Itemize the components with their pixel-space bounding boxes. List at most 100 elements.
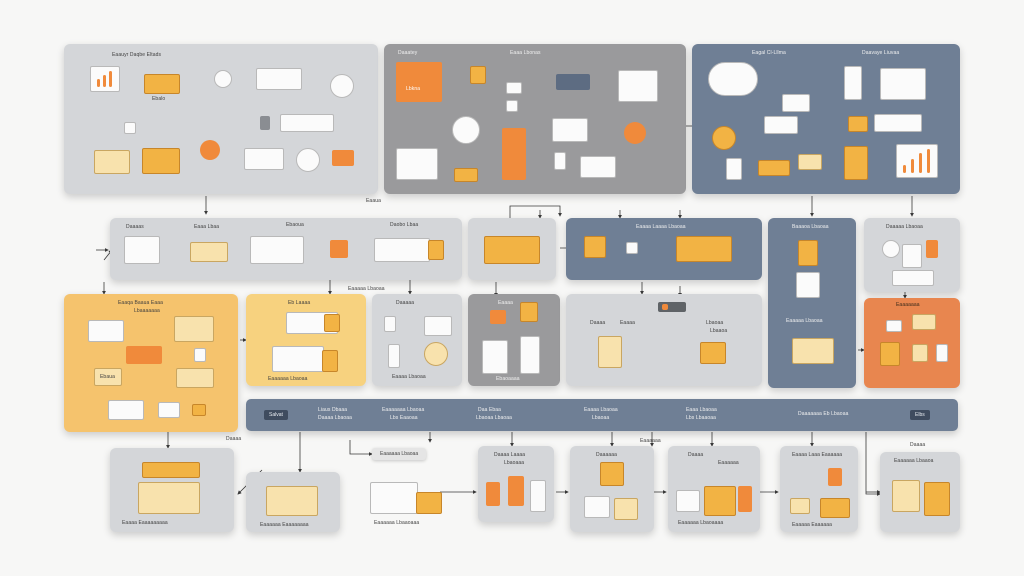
bar-chart-icon bbox=[90, 66, 120, 92]
container-icon bbox=[124, 236, 160, 264]
panel-title: Eaauyr Daqbe Eltads bbox=[112, 52, 162, 58]
truck-icon bbox=[924, 482, 950, 516]
monitor-icon bbox=[396, 148, 438, 180]
globe-icon bbox=[296, 148, 320, 172]
phone-icon bbox=[502, 128, 526, 180]
switch-icon bbox=[764, 116, 798, 134]
cab-icon bbox=[322, 350, 338, 372]
cart-boxes-icon bbox=[94, 150, 130, 174]
folder-icon bbox=[470, 66, 486, 84]
kiosk-icon bbox=[530, 480, 546, 512]
label: Ebaoaaaa bbox=[496, 376, 520, 382]
label: Lbaaoa bbox=[710, 328, 728, 334]
label: Daobo Lbaa bbox=[390, 222, 419, 228]
extinguisher-icon bbox=[486, 482, 500, 506]
forklift-icon bbox=[700, 342, 726, 364]
label: Daaaaa Lbaoaa bbox=[886, 224, 923, 230]
pallet-stack-icon bbox=[138, 482, 200, 514]
network-icon bbox=[782, 94, 810, 112]
bus-sub: Lbaoaa bbox=[592, 415, 610, 421]
van-icon bbox=[158, 402, 180, 418]
cup-icon bbox=[554, 152, 566, 170]
device-icon bbox=[260, 116, 270, 130]
bus-item: Daa Ebaa bbox=[478, 407, 502, 413]
forklift-icon bbox=[880, 342, 900, 366]
dolly-icon bbox=[192, 404, 206, 416]
sensor-icon bbox=[882, 240, 900, 258]
wire-note: Eaaaaa Lbaoaa bbox=[348, 286, 385, 292]
sensor-icon bbox=[506, 100, 518, 112]
package-icon bbox=[144, 74, 180, 94]
bus-item: Eaaaa Lbaoaa bbox=[584, 407, 618, 413]
growth-chart-icon bbox=[896, 144, 938, 178]
bus-chip-left[interactable]: Salvat bbox=[264, 410, 288, 420]
parcel-stack-icon bbox=[892, 480, 920, 512]
truck-trailer-icon bbox=[256, 68, 302, 90]
panel-fleet: Eb Laaaa Eaaaaaa Lbaoaa bbox=[246, 294, 366, 386]
pallet-icon bbox=[792, 338, 834, 364]
panel-inventory: Eaaaa Laaa Eaaaaaa Eaaaaa Eaaaaaa bbox=[780, 446, 858, 532]
tag-icon bbox=[332, 150, 354, 166]
tablet-icon bbox=[726, 158, 742, 180]
crate-icon bbox=[820, 498, 850, 518]
box-icon bbox=[798, 154, 822, 170]
vehicle-icon bbox=[584, 496, 610, 518]
top-caption: Eaaua bbox=[366, 198, 381, 204]
label: Ebaoua bbox=[286, 222, 304, 228]
panel-cloud: Eagal Cl-Lllma Daavaye Liuvaa bbox=[692, 44, 960, 194]
label: Eaaa Lbaa bbox=[194, 224, 220, 230]
sorted-boxes-icon bbox=[676, 236, 732, 262]
panel-monitoring: Daaaaa Lbaoaa bbox=[864, 218, 960, 292]
panel-devices: Daaaaa Eaaaa Lbaoaa bbox=[372, 294, 462, 386]
box-icon bbox=[790, 498, 810, 514]
panel-warehouse: Daaatey Eaaa Lbonas Lbkna bbox=[384, 44, 686, 194]
bus-item: Eaaaaaaa Lbaoaa bbox=[382, 407, 425, 413]
truck-icon bbox=[142, 462, 200, 478]
clock-icon bbox=[452, 116, 480, 144]
cargo-truck-icon bbox=[176, 368, 214, 388]
label: Eaaaa Lbaoaa bbox=[392, 374, 426, 380]
integration-bus: Salvat Elbs Liaus Dbaaa Daaaa Lbaoaa Eaa… bbox=[246, 399, 958, 431]
label: Lbaoaa bbox=[706, 320, 724, 326]
package-icon bbox=[584, 236, 606, 258]
star-icon bbox=[712, 126, 736, 150]
trailer-icon bbox=[250, 236, 304, 264]
truck-icon bbox=[190, 242, 228, 262]
semi-truck-icon bbox=[374, 238, 430, 262]
device-icon bbox=[194, 348, 206, 362]
status-tag[interactable]: Eaaaaaa Lbaoaa bbox=[372, 448, 427, 460]
cab-icon bbox=[428, 240, 444, 260]
crate-icon bbox=[330, 240, 348, 258]
pallet-icon bbox=[244, 148, 284, 170]
label: Eaaaaaa Lbaoaa bbox=[268, 376, 308, 382]
label: Eaaaaa Lbaoaa bbox=[786, 318, 823, 324]
location-pin-icon bbox=[200, 140, 220, 160]
ticket-icon bbox=[912, 314, 936, 330]
tablet-icon bbox=[902, 244, 922, 268]
label: Eaaaa bbox=[498, 300, 513, 306]
box-icon bbox=[912, 344, 928, 362]
bus-chip-right[interactable]: Elbs bbox=[910, 410, 930, 420]
parcel-icon bbox=[614, 498, 638, 520]
document-icon bbox=[552, 118, 588, 142]
bus-item: Daaaaaaa Eb Lbaoaa bbox=[798, 411, 849, 417]
tray-icon bbox=[892, 270, 934, 286]
van-icon bbox=[88, 320, 124, 342]
rack-icon bbox=[556, 74, 590, 90]
ticket-icon bbox=[758, 160, 790, 176]
label: Lbaaaaaaa bbox=[134, 308, 160, 314]
delivery-truck-icon bbox=[142, 148, 180, 174]
device-icon bbox=[936, 344, 948, 362]
label: Eaaaaaaa bbox=[896, 302, 920, 308]
locker-icon bbox=[796, 272, 820, 298]
panel-procurement: Eaauyr Daqbe Eltads Ebalo bbox=[64, 44, 378, 194]
label: Daaaaa bbox=[396, 300, 415, 306]
panel-subtitle: Ebalo bbox=[152, 96, 166, 102]
label: Lbaoaaa bbox=[504, 460, 525, 466]
vehicle-icon bbox=[108, 400, 144, 420]
label: Eaaaa bbox=[620, 320, 635, 326]
scanner-icon bbox=[124, 122, 136, 134]
wire-note: Daaaa bbox=[226, 436, 242, 442]
panel-distribution: Eaaqa Baaua Eaaa Lbaaaaaaa Ebaua bbox=[64, 294, 238, 432]
parcel-icon bbox=[598, 336, 622, 368]
